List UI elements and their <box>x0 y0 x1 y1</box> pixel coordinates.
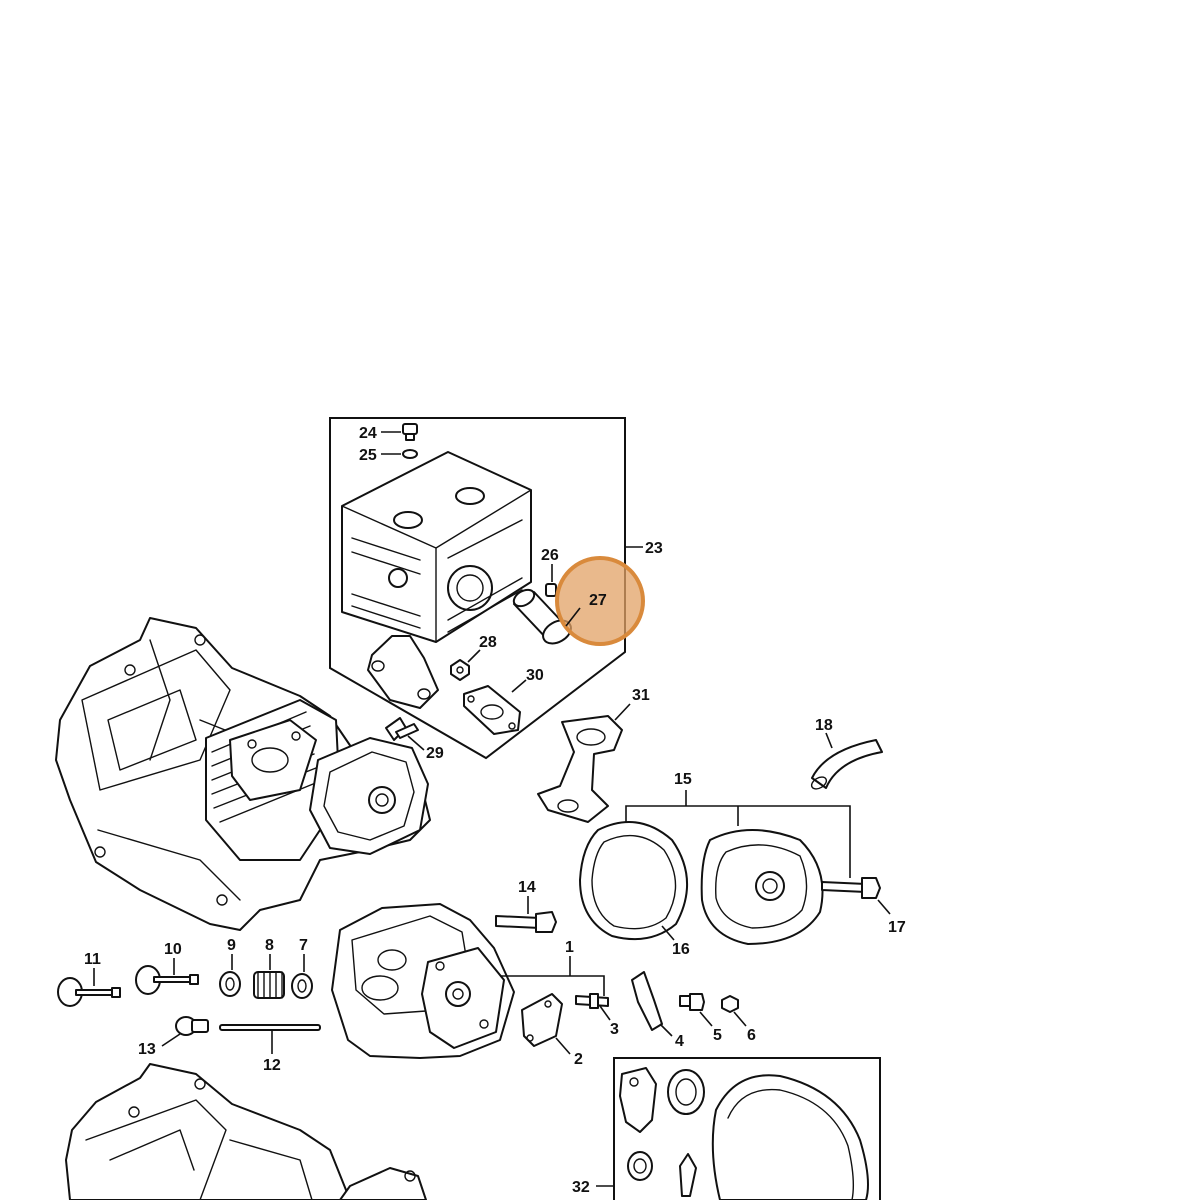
cylinder-head[interactable] <box>331 903 515 1059</box>
callout-10: 10 <box>164 941 182 958</box>
callout-14: 14 <box>518 879 536 896</box>
washer-25[interactable] <box>402 449 418 459</box>
callout-5: 5 <box>713 1027 722 1044</box>
gasket-16[interactable] <box>579 821 688 941</box>
callout-11: 11 <box>84 951 101 968</box>
nut-28[interactable] <box>450 659 470 681</box>
callout-13: 13 <box>138 1041 156 1058</box>
tappet-13[interactable] <box>175 1016 209 1036</box>
leader-27 <box>565 607 581 627</box>
bolt-14[interactable] <box>495 911 557 933</box>
muffler[interactable] <box>341 451 532 709</box>
pivot-bolt-5[interactable] <box>679 993 705 1011</box>
push-rod-12[interactable] <box>219 1024 321 1031</box>
leader-31 <box>614 703 631 721</box>
callout-18: 18 <box>815 717 833 734</box>
callout-15: 15 <box>674 771 692 788</box>
leader-29 <box>407 735 425 751</box>
lock-nut-6[interactable] <box>721 995 739 1013</box>
leader-18 <box>825 732 833 749</box>
engine-crankcase-upper <box>55 617 431 931</box>
engine-crankcase-lower <box>65 1063 427 1200</box>
callout-23: 23 <box>645 540 663 557</box>
rocker-guide-plate-2[interactable] <box>521 993 563 1047</box>
callout-31: 31 <box>632 687 650 704</box>
rocker-pivot-3[interactable] <box>575 993 609 1009</box>
leader-2 <box>555 1037 571 1055</box>
bracket-1 <box>500 975 605 996</box>
leader-30 <box>511 679 527 693</box>
leader-3 <box>599 1005 611 1021</box>
callout-26: 26 <box>541 547 559 564</box>
leader-13 <box>161 1033 181 1047</box>
callout-32: 32 <box>572 1179 590 1196</box>
leader-16 <box>661 925 675 941</box>
intake-valve-10[interactable] <box>135 965 199 995</box>
rocker-arm-4[interactable] <box>631 971 663 1031</box>
gasket-30[interactable] <box>463 685 521 735</box>
cylinder-head-cover[interactable] <box>700 829 824 945</box>
exhaust-valve-11[interactable] <box>57 977 121 1007</box>
callout-17: 17 <box>888 919 906 936</box>
callout-8: 8 <box>265 937 274 954</box>
callout-27: 27 <box>589 592 607 609</box>
bolt-17[interactable] <box>821 877 881 899</box>
callout-12: 12 <box>263 1057 281 1074</box>
callout-2: 2 <box>574 1051 583 1068</box>
muffler-assembly-frame <box>329 417 626 760</box>
nut-26[interactable] <box>545 583 557 597</box>
valve-retainer-9[interactable] <box>219 971 241 997</box>
callout-4: 4 <box>675 1033 684 1050</box>
callout-9: 9 <box>227 937 236 954</box>
callout-3: 3 <box>610 1021 619 1038</box>
leader-28 <box>467 649 481 663</box>
leader-6 <box>733 1011 747 1027</box>
exhaust-pipe-31[interactable] <box>537 715 623 823</box>
callout-29: 29 <box>426 745 444 762</box>
valve-seat-7[interactable] <box>291 973 313 999</box>
callout-25: 25 <box>359 447 377 464</box>
callout-7: 7 <box>299 937 308 954</box>
callout-6: 6 <box>747 1027 756 1044</box>
highlight-circle-27[interactable] <box>555 556 645 646</box>
leader-17 <box>877 899 891 915</box>
gasket-kit-parts <box>619 1067 869 1200</box>
callout-28: 28 <box>479 634 497 651</box>
callout-24: 24 <box>359 425 377 442</box>
callout-16: 16 <box>672 941 690 958</box>
breather-tube-18[interactable] <box>810 739 883 791</box>
gasket-kit-frame <box>613 1057 881 1200</box>
callout-30: 30 <box>526 667 544 684</box>
bolt-24[interactable] <box>402 423 418 441</box>
valve-spring-8[interactable] <box>253 971 285 999</box>
callout-1: 1 <box>565 939 574 956</box>
leader-5 <box>699 1011 713 1027</box>
bolt-29[interactable] <box>385 717 419 741</box>
leader-4 <box>659 1023 673 1037</box>
